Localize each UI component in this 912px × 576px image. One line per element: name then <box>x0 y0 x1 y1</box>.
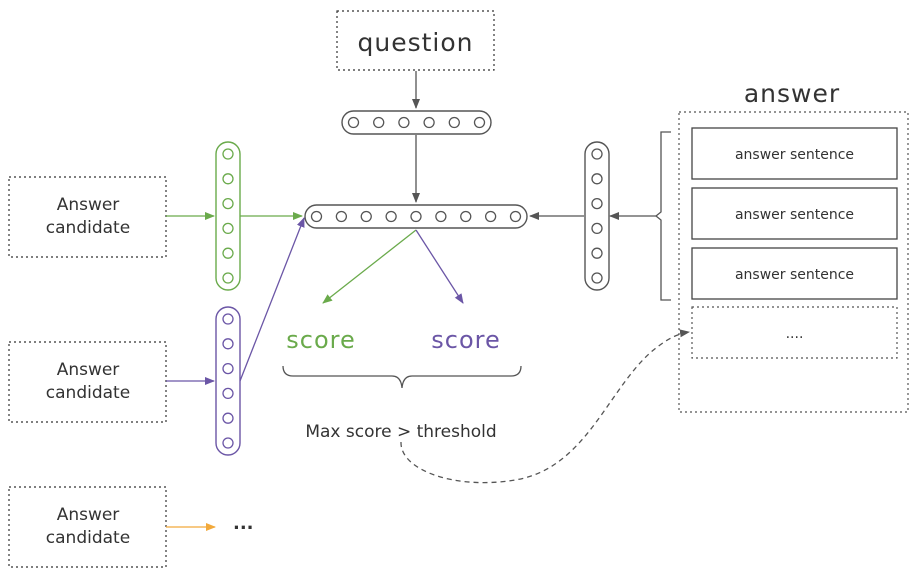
neuron-node <box>360 210 372 223</box>
answer-more-label: .... <box>786 326 804 342</box>
neuron-node <box>222 387 234 400</box>
candidate-1-line2: candidate <box>46 218 130 238</box>
max-score-label: Max score > threshold <box>305 422 496 442</box>
neuron-node <box>591 222 603 235</box>
neuron-node <box>310 210 323 223</box>
neuron-node <box>591 173 603 185</box>
candidate-3-line2: candidate <box>46 528 130 548</box>
neuron-node <box>591 247 603 259</box>
candidate-3-line1: Answer <box>57 505 120 525</box>
candidate-2-line1: Answer <box>57 360 120 380</box>
question-label: question <box>357 28 473 57</box>
answer-candidate-box-3: Answer candidate <box>8 486 167 568</box>
neuron-node <box>435 210 447 223</box>
answer-sentence-1-label: answer sentence <box>735 147 854 163</box>
candidate-3-ellipsis: ... <box>233 513 254 534</box>
threshold-to-answer-arrow <box>400 329 690 484</box>
answer-sentence-3-label: answer sentence <box>735 267 854 283</box>
neuron-node <box>335 210 348 223</box>
candidate-2-line2: candidate <box>46 383 130 403</box>
answer-candidate-box-1: Answer candidate <box>8 176 167 258</box>
cvec-outline <box>304 204 528 229</box>
question-vector <box>341 110 492 135</box>
question-box: question <box>336 10 495 71</box>
answer-sentence-1: answer sentence <box>691 127 898 180</box>
answer-bracket <box>654 131 671 301</box>
neuron-node <box>222 222 234 235</box>
answer-title: answer <box>744 79 840 108</box>
answer-sentence-3: answer sentence <box>691 247 898 300</box>
neuron-node <box>398 116 410 129</box>
neuron-node <box>347 116 360 129</box>
neuron-node <box>591 197 603 210</box>
neuron-node <box>222 412 234 424</box>
score-green-label: score <box>286 326 356 354</box>
neuron-node <box>410 210 422 223</box>
neuron-node <box>484 210 497 223</box>
answer-candidate-box-2: Answer candidate <box>8 341 167 423</box>
purple-score-arrow <box>415 229 464 304</box>
neuron-node <box>385 210 397 223</box>
combined-vector <box>304 204 528 229</box>
pvec-outline <box>215 306 241 456</box>
candidate-2-vector <box>215 306 241 456</box>
green-score-arrow <box>322 229 417 304</box>
neuron-node <box>222 362 234 375</box>
neuron-node <box>222 437 234 449</box>
candidate-2-vector-to-combined-arrow <box>239 217 305 382</box>
answer-sentence-2-label: answer sentence <box>735 207 854 223</box>
candidate-1-vector <box>215 141 241 291</box>
qvec-outline <box>341 110 492 135</box>
neuron-node <box>423 116 435 129</box>
neuron-node <box>222 197 234 210</box>
neuron-node <box>473 116 486 129</box>
neuron-node <box>222 272 234 284</box>
neuron-node <box>460 210 472 223</box>
neuron-node <box>591 272 603 284</box>
answer-sentence-placeholder: .... <box>691 306 898 359</box>
neuron-node <box>222 148 234 160</box>
neuron-node <box>509 210 522 223</box>
answer-vector <box>584 141 610 291</box>
answer-sentence-2: answer sentence <box>691 187 898 240</box>
neuron-node <box>222 338 234 350</box>
gvec-outline <box>215 141 241 291</box>
neuron-node <box>448 116 460 129</box>
score-purple-label: score <box>431 326 501 354</box>
neuron-node <box>591 148 603 160</box>
neuron-node <box>222 173 234 185</box>
scores-brace <box>282 365 522 389</box>
neuron-node <box>222 313 234 325</box>
neuron-node <box>222 247 234 259</box>
avec-outline <box>584 141 610 291</box>
candidate-1-line1: Answer <box>57 195 120 215</box>
neuron-node <box>373 116 385 129</box>
